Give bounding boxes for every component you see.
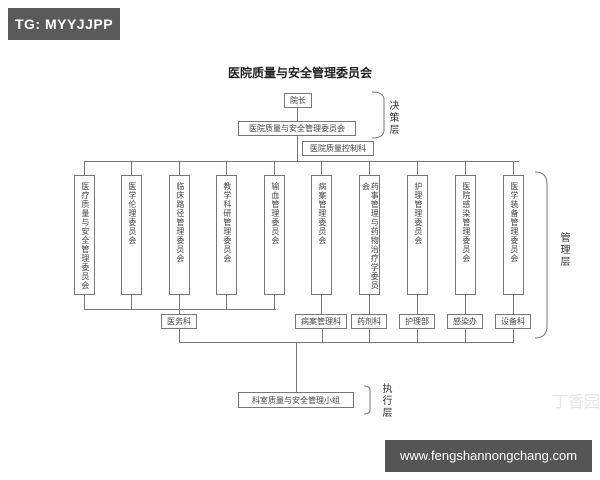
- connector: [84, 161, 519, 162]
- dept-medical-records: 病案管理科: [295, 314, 347, 329]
- dxy-watermark: 丁香园: [552, 392, 600, 411]
- connector: [84, 161, 85, 175]
- dept-medical-affairs: 医务科: [161, 314, 197, 329]
- committee-node: 药事管理与药物治疗学委员会: [359, 175, 380, 295]
- connector: [513, 161, 514, 175]
- connector: [369, 329, 370, 342]
- connector: [369, 295, 370, 314]
- connector: [322, 329, 323, 342]
- execution-bracket: [363, 385, 371, 415]
- node-quality-committee: 医院质量与安全管理委员会: [238, 121, 356, 136]
- connector: [179, 309, 180, 314]
- connector: [513, 295, 514, 314]
- dept-pharmacy: 药剂科: [351, 314, 387, 329]
- node-president: 院长: [284, 93, 312, 108]
- connector: [179, 161, 180, 175]
- connector: [179, 295, 180, 309]
- connector: [513, 329, 514, 342]
- node-dept-quality-group: 科室质量与安全管理小组: [238, 392, 354, 408]
- dept-infection-control: 感染办: [447, 314, 483, 329]
- connector: [296, 342, 297, 392]
- connector: [297, 108, 298, 121]
- committee-node: 输血管理委员会: [264, 175, 285, 295]
- connector: [179, 342, 514, 343]
- committee-node: 医院感染管理委员会: [455, 175, 476, 295]
- connector: [465, 161, 466, 175]
- decision-bracket: [371, 91, 385, 139]
- connector: [226, 295, 227, 309]
- decision-layer-label: 决策层: [387, 100, 398, 136]
- connector: [417, 329, 418, 342]
- connector: [179, 329, 180, 342]
- chart-title: 医院质量与安全管理委员会: [227, 66, 372, 80]
- committee-node: 医学伦理委员会: [121, 175, 142, 295]
- connector: [465, 295, 466, 314]
- committee-node: 护理管理委员会: [407, 175, 428, 295]
- execution-layer-label: 执行层: [380, 383, 391, 419]
- management-bracket: [534, 171, 548, 339]
- committee-node: 教学科研管理委员会: [216, 175, 237, 295]
- committee-node: 医疗质量与安全管理委员会: [74, 175, 95, 295]
- connector: [417, 295, 418, 314]
- committee-node: 医学装备管理委员会: [503, 175, 524, 295]
- management-layer-label: 管理层: [558, 232, 569, 268]
- connector: [274, 161, 275, 175]
- connector: [321, 161, 322, 175]
- connector: [417, 161, 418, 175]
- connector: [131, 295, 132, 309]
- connector: [131, 161, 132, 175]
- connector: [369, 161, 370, 175]
- tg-badge: TG: MYYJJPP: [8, 8, 120, 40]
- committee-node: 病案管理委员会: [311, 175, 332, 295]
- connector: [321, 295, 322, 314]
- connector: [274, 295, 275, 309]
- website-url: www.fengshannongchang.com: [385, 440, 592, 472]
- connector: [84, 295, 85, 309]
- connector: [297, 136, 298, 162]
- connector: [226, 161, 227, 175]
- dept-nursing: 护理部: [399, 314, 435, 329]
- connector: [84, 309, 276, 310]
- connector: [465, 329, 466, 342]
- committee-node: 临床路径管理委员会: [169, 175, 190, 295]
- dept-equipment: 设备科: [495, 314, 531, 329]
- node-quality-control-office: 医院质量控制科: [302, 141, 374, 156]
